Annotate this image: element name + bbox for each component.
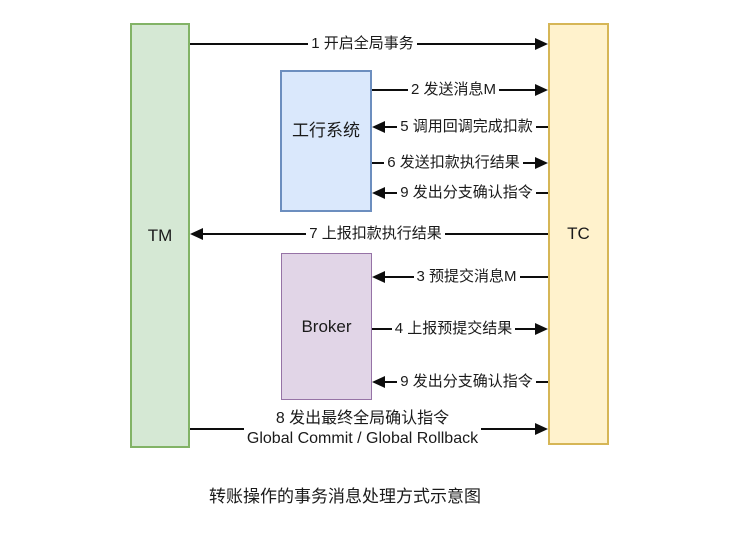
arrow-line <box>519 276 549 278</box>
arrow-label: 2 发送消息M <box>411 80 497 98</box>
arrowhead-left-icon <box>190 228 203 240</box>
arrow-label-line2: Global Commit / Global Rollback <box>246 430 479 447</box>
arrow-line <box>385 381 398 383</box>
arrow-line <box>372 328 392 330</box>
icbc-system-box: 工行系统 <box>280 70 372 212</box>
arrow-line <box>515 328 536 330</box>
arrow-label: 1 开启全局事务 <box>311 34 414 52</box>
arrowhead-right-icon <box>535 423 549 435</box>
arrow-line <box>416 43 536 45</box>
arrow-line <box>372 162 385 164</box>
arrowhead-right-icon <box>535 84 549 96</box>
arrow-line <box>385 276 414 278</box>
arrow-label-line1: 8 发出最终全局确认指令 <box>275 410 450 427</box>
arrow-line <box>385 192 398 194</box>
arrow-2-send-message-m: 2 发送消息M <box>372 79 549 101</box>
arrow-label: 8 发出最终全局确认指令 Global Commit / Global Roll… <box>244 409 481 449</box>
arrow-label: 9 发出分支确认指令 <box>400 183 533 201</box>
arrowhead-right-icon <box>535 323 549 335</box>
arrow-6-send-deduction-result: 6 发送扣款执行结果 <box>372 152 549 174</box>
arrow-line <box>203 233 307 235</box>
arrow-4-report-precommit-result: 4 上报预提交结果 <box>372 318 549 340</box>
tc-box: TC <box>548 23 609 445</box>
arrow-line <box>385 126 398 128</box>
broker-box: Broker <box>281 253 372 400</box>
arrow-3-precommit-message-m: 3 预提交消息M <box>372 266 549 288</box>
arrow-line <box>190 43 309 45</box>
arrow-line <box>535 192 549 194</box>
icbc-system-box-label: 工行系统 <box>292 120 360 140</box>
arrow-line <box>499 89 536 91</box>
arrow-label: 5 调用回调完成扣款 <box>400 117 533 135</box>
diagram-caption: 转账操作的事务消息处理方式示意图 <box>209 487 481 506</box>
arrow-9-branch-confirm-broker: 9 发出分支确认指令 <box>372 371 549 393</box>
broker-box-label: Broker <box>301 316 352 336</box>
tc-box-label: TC <box>567 224 590 243</box>
tm-box-label: TM <box>147 225 173 245</box>
arrowhead-left-icon <box>372 187 385 199</box>
arrow-1-open-global-transaction: 1 开启全局事务 <box>190 33 549 55</box>
arrow-line <box>535 126 549 128</box>
arrowhead-left-icon <box>372 121 385 133</box>
arrowhead-left-icon <box>372 271 385 283</box>
arrowhead-left-icon <box>372 376 385 388</box>
arrow-line <box>444 233 549 235</box>
arrow-line <box>190 428 244 430</box>
tm-box: TM <box>130 23 190 448</box>
arrow-label: 4 上报预提交结果 <box>394 319 513 337</box>
arrowhead-right-icon <box>535 38 549 50</box>
arrow-label: 7 上报扣款执行结果 <box>309 224 442 242</box>
arrow-line <box>372 89 408 91</box>
arrow-line <box>535 381 549 383</box>
arrow-line <box>481 428 536 430</box>
arrow-line <box>522 162 536 164</box>
arrow-5-callback-complete-deduction: 5 调用回调完成扣款 <box>372 116 549 138</box>
arrow-label: 6 发送扣款执行结果 <box>387 153 520 171</box>
arrow-label: 3 预提交消息M <box>416 267 517 285</box>
arrow-8-final-global-confirm: 8 发出最终全局确认指令 Global Commit / Global Roll… <box>190 407 549 451</box>
arrow-9-branch-confirm-icbc: 9 发出分支确认指令 <box>372 182 549 204</box>
arrowhead-right-icon <box>535 157 549 169</box>
arrow-label: 9 发出分支确认指令 <box>400 372 533 390</box>
arrow-7-report-deduction-result: 7 上报扣款执行结果 <box>190 223 549 245</box>
